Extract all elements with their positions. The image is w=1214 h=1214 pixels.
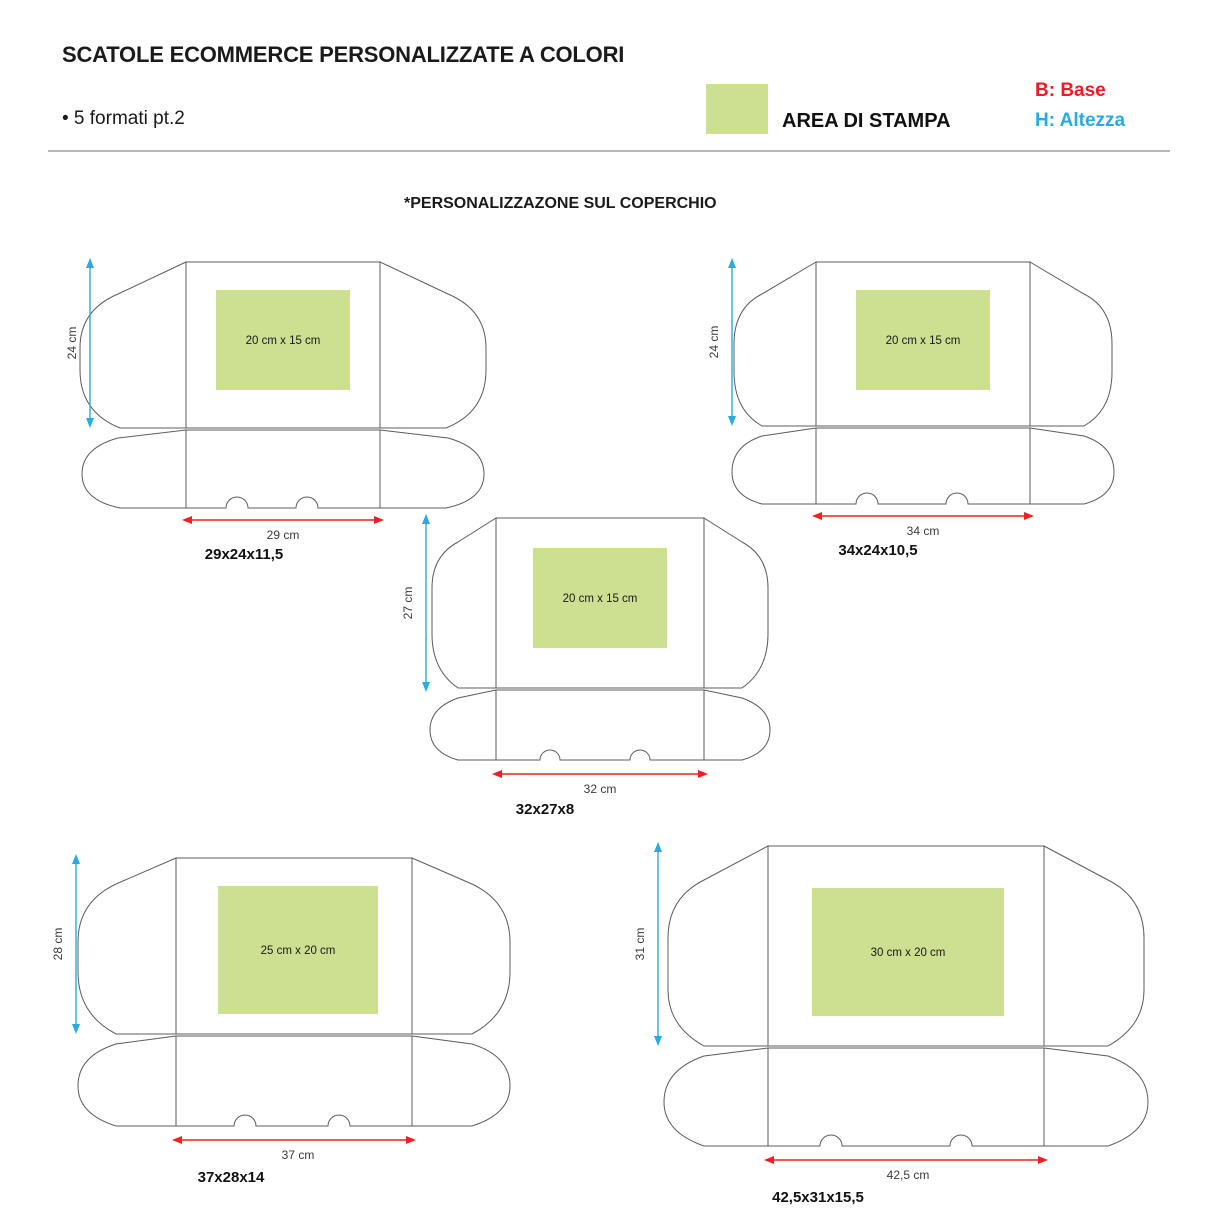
height-arrow-bottom-icon bbox=[72, 1024, 80, 1034]
dieline-upper-left-flap bbox=[431, 517, 497, 689]
width-arrow-left-icon bbox=[812, 512, 822, 520]
width-dimension-label: 32 cm bbox=[584, 782, 617, 796]
dieline-lower-left-flap bbox=[663, 1047, 769, 1147]
box-figure-32x27x8: 20 cm x 15 cm 27 cm 32 cm 32x27x8 bbox=[400, 502, 780, 822]
print-area-rect bbox=[218, 886, 378, 1014]
header-divider bbox=[48, 150, 1170, 152]
dieline-upper-right-flap bbox=[379, 261, 487, 429]
dieline-upper-right-flap bbox=[1029, 261, 1113, 427]
box-spec-label: 37x28x14 bbox=[198, 1169, 265, 1186]
dieline-upper-left-flap bbox=[79, 261, 187, 429]
dieline-lid-panel bbox=[495, 517, 705, 689]
dieline-lower-right-flap bbox=[379, 429, 485, 509]
dieline-base-panel bbox=[185, 429, 381, 509]
height-arrow-top-icon bbox=[86, 258, 94, 268]
width-arrow-right-icon bbox=[406, 1136, 416, 1144]
width-arrow-right-icon bbox=[1038, 1156, 1048, 1164]
page-subtitle: • 5 formati pt.2 bbox=[62, 108, 185, 129]
height-arrow-top-icon bbox=[654, 842, 662, 852]
dieline-lower-right-flap bbox=[1029, 427, 1115, 505]
dieline-lower-left-flap bbox=[77, 1035, 177, 1127]
box-spec-label: 29x24x11,5 bbox=[205, 546, 283, 563]
box-figure-37x28x14: 25 cm x 20 cm 28 cm 37 cm 37x28x14 bbox=[48, 818, 548, 1198]
dieline-base-panel bbox=[815, 427, 1031, 505]
width-arrow-left-icon bbox=[172, 1136, 182, 1144]
height-dimension-label: 31 cm bbox=[633, 928, 647, 961]
dieline-lower-left-flap bbox=[81, 429, 187, 509]
box-spec-label: 34x24x10,5 bbox=[838, 542, 917, 559]
legend-print-area-label: AREA DI STAMPA bbox=[782, 110, 951, 132]
width-dimension-label: 34 cm bbox=[907, 524, 940, 538]
height-dimension-label: 24 cm bbox=[707, 326, 721, 359]
height-arrow-bottom-icon bbox=[86, 418, 94, 428]
dieline-base-panel bbox=[175, 1035, 413, 1127]
dieline-upper-right-flap bbox=[411, 857, 511, 1035]
legend-height-label: H: Altezza bbox=[1035, 110, 1126, 131]
height-arrow-bottom-icon bbox=[654, 1036, 662, 1046]
height-arrow-top-icon bbox=[72, 854, 80, 864]
print-area-label: 25 cm x 20 cm bbox=[261, 945, 336, 957]
print-area-rect bbox=[533, 548, 667, 648]
width-arrow-right-icon bbox=[374, 516, 384, 524]
box-figure-29x24x11-5: 20 cm x 15 cm 24 cm 29 cm 29x24x11,5 bbox=[58, 252, 487, 563]
box-figure-34x24x10-5: 20 cm x 15 cm 24 cm 34 cm 34x24x10,5 bbox=[706, 252, 1115, 562]
width-arrow-right-icon bbox=[698, 770, 708, 778]
dieline-upper-left-flap bbox=[667, 845, 769, 1047]
width-dimension-label: 29 cm bbox=[267, 528, 300, 542]
box-spec-label: 32x27x8 bbox=[516, 801, 574, 818]
dieline-upper-left-flap bbox=[77, 857, 177, 1035]
section-note: *PERSONALIZZAZONE SUL COPERCHIO bbox=[404, 195, 717, 212]
print-area-rect bbox=[216, 290, 350, 390]
width-arrow-right-icon bbox=[1024, 512, 1034, 520]
height-dimension-label: 24 cm bbox=[65, 327, 79, 360]
print-area-label: 20 cm x 15 cm bbox=[246, 335, 321, 347]
print-area-swatch bbox=[706, 84, 768, 134]
dieline-upper-left-flap bbox=[733, 261, 817, 427]
box-figure-42-5x31x15-5: 30 cm x 20 cm 31 cm 42,5 cm 42,5x31x15,5 bbox=[620, 818, 1170, 1206]
dieline-lower-right-flap bbox=[411, 1035, 511, 1127]
print-area-rect bbox=[812, 888, 1004, 1016]
width-dimension-label: 37 cm bbox=[282, 1148, 315, 1162]
box-spec-label: 42,5x31x15,5 bbox=[772, 1189, 864, 1206]
width-arrow-left-icon bbox=[492, 770, 502, 778]
width-dimension-label: 42,5 cm bbox=[887, 1168, 930, 1182]
page-title: SCATOLE ECOMMERCE PERSONALIZZATE A COLOR… bbox=[62, 42, 625, 67]
height-dimension-label: 27 cm bbox=[401, 587, 415, 620]
height-arrow-top-icon bbox=[728, 258, 736, 268]
print-area-label: 20 cm x 15 cm bbox=[886, 335, 961, 347]
dieline-lower-right-flap bbox=[703, 689, 771, 761]
print-area-label: 20 cm x 15 cm bbox=[563, 593, 638, 605]
dieline-lower-left-flap bbox=[429, 689, 497, 761]
dieline-base-panel bbox=[495, 689, 705, 761]
dieline-upper-right-flap bbox=[1043, 845, 1145, 1047]
legend-base-label: B: Base bbox=[1035, 80, 1106, 101]
height-dimension-label: 28 cm bbox=[51, 928, 65, 961]
dieline-base-panel bbox=[767, 1047, 1045, 1147]
dieline-lower-right-flap bbox=[1043, 1047, 1149, 1147]
dieline-upper-right-flap bbox=[703, 517, 769, 689]
height-arrow-bottom-icon bbox=[728, 416, 736, 426]
height-arrow-top-icon bbox=[422, 514, 430, 524]
print-area-rect bbox=[856, 290, 990, 390]
width-arrow-left-icon bbox=[764, 1156, 774, 1164]
height-arrow-bottom-icon bbox=[422, 682, 430, 692]
width-arrow-left-icon bbox=[182, 516, 192, 524]
print-area-label: 30 cm x 20 cm bbox=[871, 947, 946, 959]
dieline-lower-left-flap bbox=[731, 427, 817, 505]
